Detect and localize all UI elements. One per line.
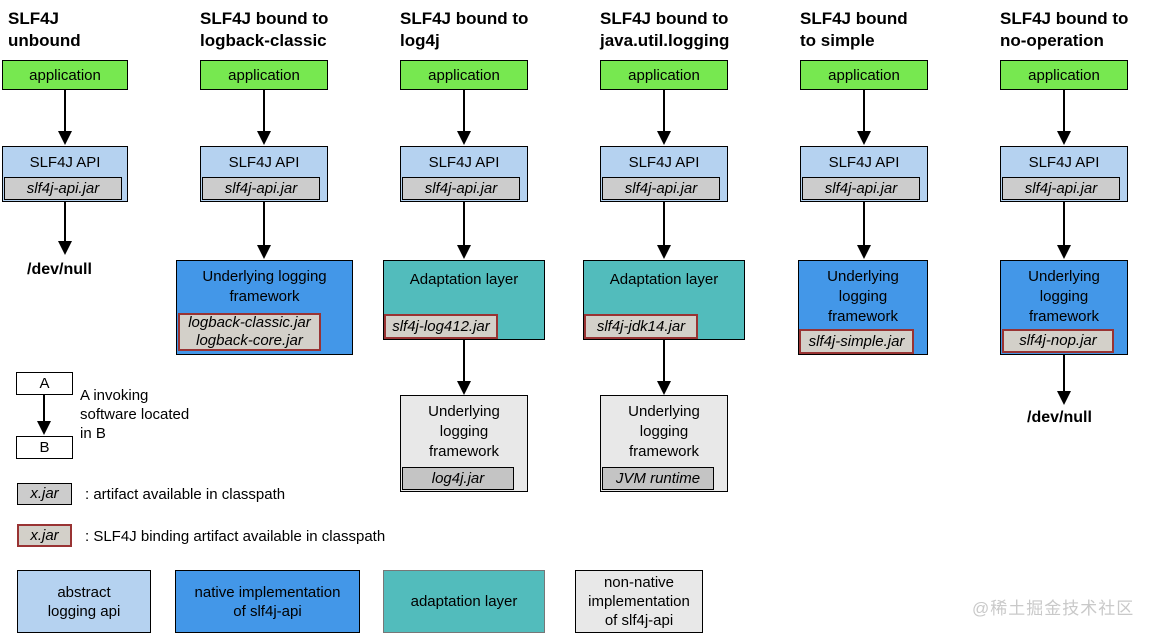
binding-jar-box: slf4j-log412.jar: [384, 314, 498, 339]
down-arrow-icon: [657, 340, 671, 395]
framework-jar-box: JVM runtime: [602, 467, 714, 490]
legend-native-impl-box: native implementation of slf4j-api: [175, 570, 360, 633]
binding-jar-box: slf4j-jdk14.jar: [584, 314, 698, 339]
dev-null-label: /dev/null: [1027, 409, 1092, 426]
binding-jar-box: logback-classic.jar logback-core.jar: [178, 313, 321, 351]
column-title-jul: SLF4J bound to java.util.logging: [600, 9, 730, 50]
down-arrow-icon: [857, 90, 871, 145]
slf4j-api-jar-box: slf4j-api.jar: [4, 177, 122, 200]
slf4j-api-box: SLF4J API slf4j-api.jar: [600, 146, 728, 202]
column-title-simple: SLF4J bound to simple: [800, 9, 908, 50]
application-box: application: [1000, 60, 1128, 90]
underlying-framework-box: Underlying logging framework logback-cla…: [176, 260, 353, 355]
slf4j-api-box: SLF4J API slf4j-api.jar: [400, 146, 528, 202]
down-arrow-icon: [37, 395, 51, 435]
legend-nonnative-impl-box: non-native implementation of slf4j-api: [575, 570, 703, 633]
application-box: application: [2, 60, 128, 90]
column-title-log4j: SLF4J bound to log4j: [400, 9, 529, 50]
down-arrow-icon: [457, 90, 471, 145]
slf4j-api-jar-box: slf4j-api.jar: [402, 177, 520, 200]
slf4j-api-box: SLF4J API slf4j-api.jar: [800, 146, 928, 202]
legend-binding-text: : SLF4J binding artifact available in cl…: [85, 528, 386, 545]
slf4j-api-label: SLF4J API: [828, 153, 900, 171]
down-arrow-icon: [657, 202, 671, 259]
framework-jar-box: log4j.jar: [402, 467, 514, 490]
legend-binding-jar-box: x.jar: [17, 524, 72, 547]
slf4j-api-jar-box: slf4j-api.jar: [202, 177, 320, 200]
adaptation-layer-box: Adaptation layer slf4j-log412.jar: [383, 260, 545, 340]
adaptation-layer-label: Adaptation layer: [609, 271, 719, 288]
underlying-framework-label: Underlying logging framework: [202, 268, 327, 305]
underlying-framework-box: Underlying logging framework JVM runtime: [600, 395, 728, 492]
application-box: application: [200, 60, 328, 90]
underlying-framework-box: Underlying logging framework slf4j-nop.j…: [1000, 260, 1128, 355]
down-arrow-icon: [1057, 90, 1071, 145]
down-arrow-icon: [257, 202, 271, 259]
slf4j-api-label: SLF4J API: [1028, 153, 1100, 171]
binding-jar-box: slf4j-simple.jar: [799, 329, 914, 354]
legend-artifact-text: : artifact available in classpath: [85, 486, 286, 503]
adaptation-layer-label: Adaptation layer: [409, 271, 519, 288]
slf4j-api-box: SLF4J API slf4j-api.jar: [2, 146, 128, 202]
column-title-unbound: SLF4J unbound: [8, 9, 81, 50]
slf4j-api-jar-box: slf4j-api.jar: [1002, 177, 1120, 200]
adaptation-layer-box: Adaptation layer slf4j-jdk14.jar: [583, 260, 745, 340]
down-arrow-icon: [257, 90, 271, 145]
underlying-framework-box: Underlying logging framework slf4j-simpl…: [798, 260, 928, 355]
down-arrow-icon: [657, 90, 671, 145]
down-arrow-icon: [1057, 355, 1071, 405]
down-arrow-icon: [58, 202, 72, 255]
application-box: application: [600, 60, 728, 90]
application-box: application: [800, 60, 928, 90]
underlying-framework-label: Underlying logging framework: [628, 403, 700, 460]
slf4j-api-label: SLF4J API: [628, 153, 700, 171]
application-box: application: [400, 60, 528, 90]
legend-a-box: A: [16, 372, 73, 395]
slf4j-api-label: SLF4J API: [29, 153, 101, 171]
slf4j-api-jar-box: slf4j-api.jar: [602, 177, 720, 200]
legend-invoke-text: A invoking software located in B: [80, 387, 190, 442]
slf4j-api-box: SLF4J API slf4j-api.jar: [200, 146, 328, 202]
down-arrow-icon: [1057, 202, 1071, 259]
dev-null-label: /dev/null: [27, 261, 92, 278]
underlying-framework-box: Underlying logging framework log4j.jar: [400, 395, 528, 492]
legend-adaptation-box: adaptation layer: [383, 570, 545, 633]
slf4j-api-box: SLF4J API slf4j-api.jar: [1000, 146, 1128, 202]
underlying-framework-label: Underlying logging framework: [428, 403, 500, 460]
slf4j-api-label: SLF4J API: [428, 153, 500, 171]
down-arrow-icon: [457, 340, 471, 395]
slf4j-api-label: SLF4J API: [228, 153, 300, 171]
down-arrow-icon: [857, 202, 871, 259]
underlying-framework-label: Underlying logging framework: [1028, 268, 1100, 325]
down-arrow-icon: [58, 90, 72, 145]
legend-artifact-jar-box: x.jar: [17, 483, 72, 505]
underlying-framework-label: Underlying logging framework: [827, 268, 899, 325]
legend-b-box: B: [16, 436, 73, 459]
binding-jar-box: slf4j-nop.jar: [1002, 329, 1114, 353]
slf4j-api-jar-box: slf4j-api.jar: [802, 177, 920, 200]
watermark: @稀土掘金技术社区: [972, 599, 1135, 618]
column-title-nop: SLF4J bound to no-operation: [1000, 9, 1129, 50]
column-title-logback: SLF4J bound to logback-classic: [200, 9, 329, 50]
down-arrow-icon: [457, 202, 471, 259]
legend-abstract-api-box: abstract logging api: [17, 570, 151, 633]
